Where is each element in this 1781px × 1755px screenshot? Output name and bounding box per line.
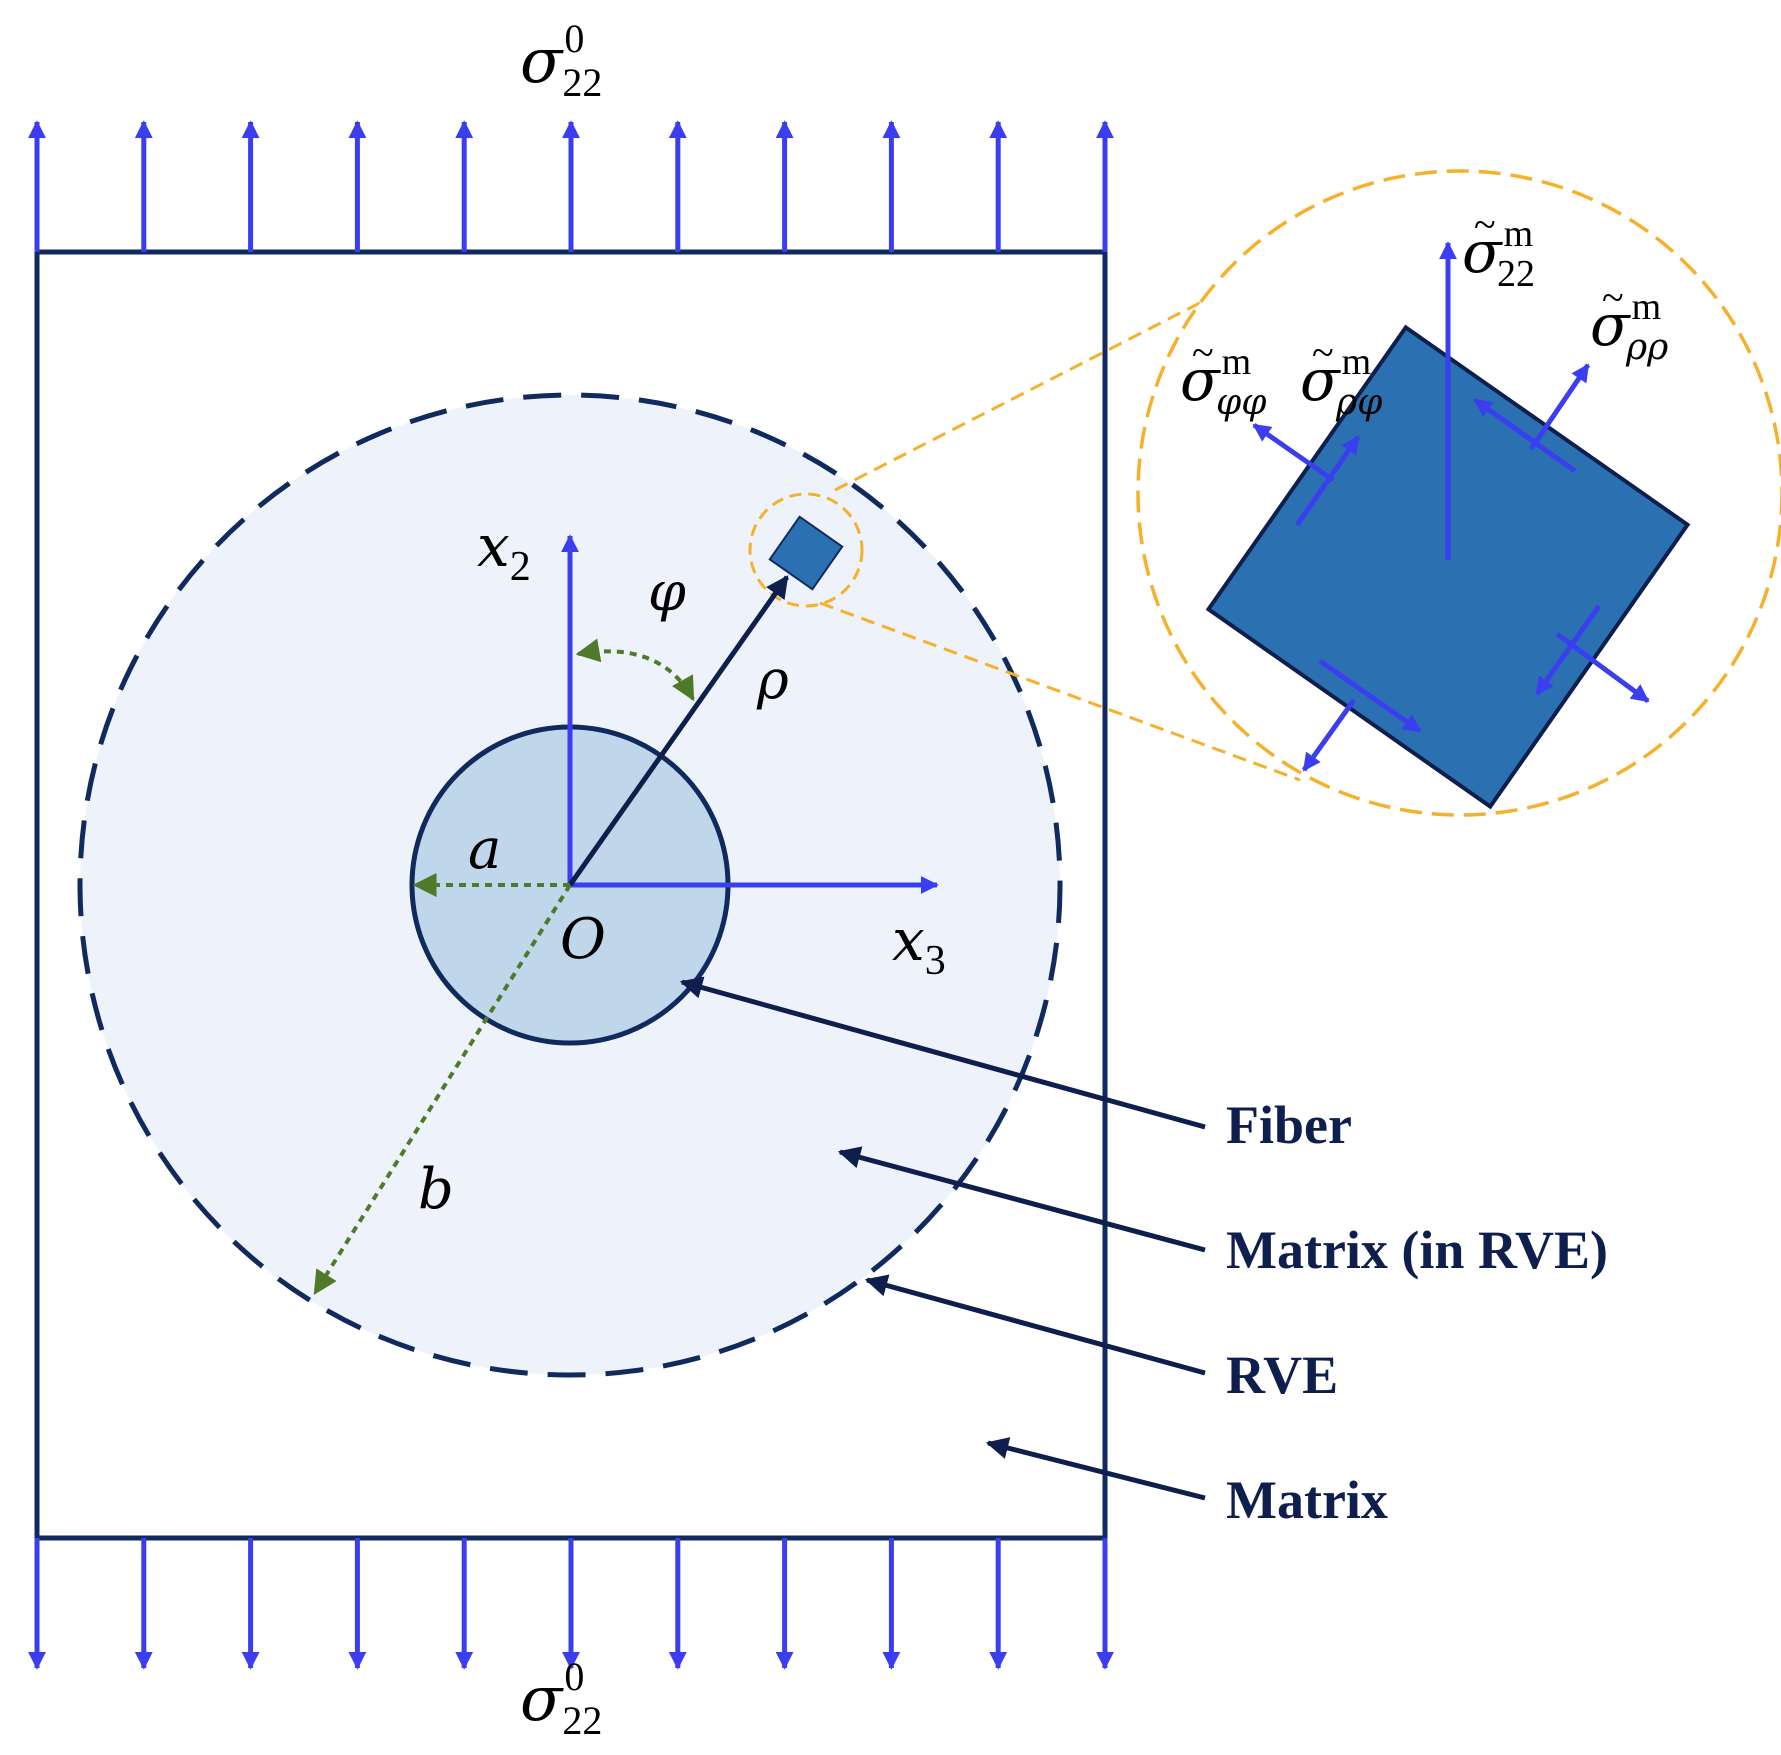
matrix-callout-arrow: [985, 1437, 1206, 1501]
fiber-callout-arrow: [679, 976, 1206, 1130]
zoom-connector-top: [834, 288, 1226, 492]
sigma-rhorho-arrow-opposite: [1301, 698, 1357, 772]
element-highlight: [748, 492, 864, 608]
rve-callout-arrow: [864, 1274, 1206, 1376]
sigma-rhophi-arrow-top: [1473, 397, 1577, 474]
phi-label: φ: [648, 560, 686, 623]
b-radius: [313, 883, 572, 1296]
origin-label: O: [560, 907, 606, 972]
zoom-connector-bottom: [819, 601, 1301, 782]
matrix-rve-callout-label: Matrix (in RVE): [1226, 1220, 1608, 1280]
sigma-rhophi-arrow-left: [1294, 435, 1361, 527]
rve-callout-label: RVE: [1226, 1345, 1338, 1405]
top-load-arrows: [28, 120, 1114, 252]
matrix-rve-callout-arrow: [837, 1146, 1206, 1253]
sigma-rhophi-arrow-bottom: [1318, 658, 1422, 734]
sigma-rhophi-arrow-right: [1534, 604, 1602, 696]
x3-label: x3: [892, 906, 946, 984]
fiber-callout-label: Fiber: [1226, 1095, 1352, 1155]
b-label: b: [418, 1157, 454, 1222]
bottom-load-arrows: [28, 1538, 1114, 1670]
sigma-rhorho-arrow: [1528, 363, 1591, 451]
a-label: a: [468, 817, 501, 882]
rho-label: ρ: [756, 648, 789, 711]
material-element: [768, 515, 844, 591]
sigma-phiphi-arrow: [1252, 422, 1335, 483]
x2-label: x2: [477, 512, 531, 590]
phi-angle-arc: [575, 638, 695, 702]
rho-radius: [567, 575, 790, 887]
matrix-callout-label: Matrix: [1226, 1470, 1388, 1530]
